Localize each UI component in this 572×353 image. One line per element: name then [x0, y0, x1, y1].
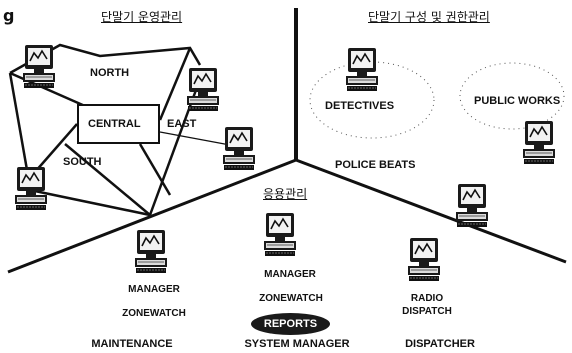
link-north-east — [158, 47, 192, 121]
maintenance-zonewatch-label: ZONEWATCH — [122, 308, 186, 319]
computer-terminal-icon — [186, 67, 220, 113]
computer-terminal-icon — [345, 47, 379, 93]
system-manager-manager-label: MANAGER — [264, 269, 316, 280]
right-diagonal — [295, 158, 567, 264]
link-south-bottom — [29, 188, 151, 217]
dispatcher-title: DISPATCHER — [405, 338, 475, 350]
system-manager-zonewatch-label: ZONEWATCH — [259, 293, 323, 304]
system-manager-title: SYSTEM MANAGER — [244, 338, 350, 350]
computer-terminal-icon — [22, 44, 56, 90]
dispatcher-radio-label: RADIO — [410, 293, 444, 304]
left-section-title: 단말기 운영관리 — [101, 10, 183, 24]
maintenance-title: MAINTENANCE — [91, 338, 173, 350]
detectives-cloud — [309, 61, 435, 139]
maintenance-manager-label: MANAGER — [128, 284, 180, 295]
label-north: NORTH — [90, 67, 130, 79]
link-central-south — [34, 123, 78, 173]
computer-terminal-icon — [522, 120, 556, 166]
reports-badge: REPORTS — [251, 313, 330, 335]
link-central-terminal — [159, 131, 231, 146]
central-box — [77, 104, 160, 144]
computer-terminal-icon — [455, 183, 489, 229]
right-section-title: 단말기 구성 및 권한관리 — [368, 10, 490, 24]
computer-terminal-icon — [14, 166, 48, 212]
dispatcher-dispatch-label: DISPATCH — [402, 306, 452, 317]
link-nw-south — [8, 72, 29, 171]
label-police-beats: POLICE BEATS — [335, 159, 416, 171]
link-central-se — [138, 143, 172, 196]
corner-letter: g — [3, 6, 15, 25]
link-central-bottom — [64, 143, 151, 216]
computer-terminal-icon — [407, 237, 441, 283]
computer-terminal-icon — [263, 212, 297, 258]
label-detectives: DETECTIVES — [325, 100, 395, 112]
label-south: SOUTH — [63, 156, 102, 168]
left-diagonal — [7, 158, 297, 274]
computer-terminal-icon — [222, 126, 256, 172]
computer-terminal-icon — [134, 229, 168, 275]
public-works-cloud — [459, 62, 565, 130]
link-nw-central — [9, 71, 86, 108]
label-public-works: PUBLIC WORKS — [474, 95, 561, 107]
label-central: CENTRAL — [88, 118, 141, 130]
label-east: EAST — [167, 118, 197, 130]
bottom-section-title: 응용관리 — [263, 187, 308, 201]
